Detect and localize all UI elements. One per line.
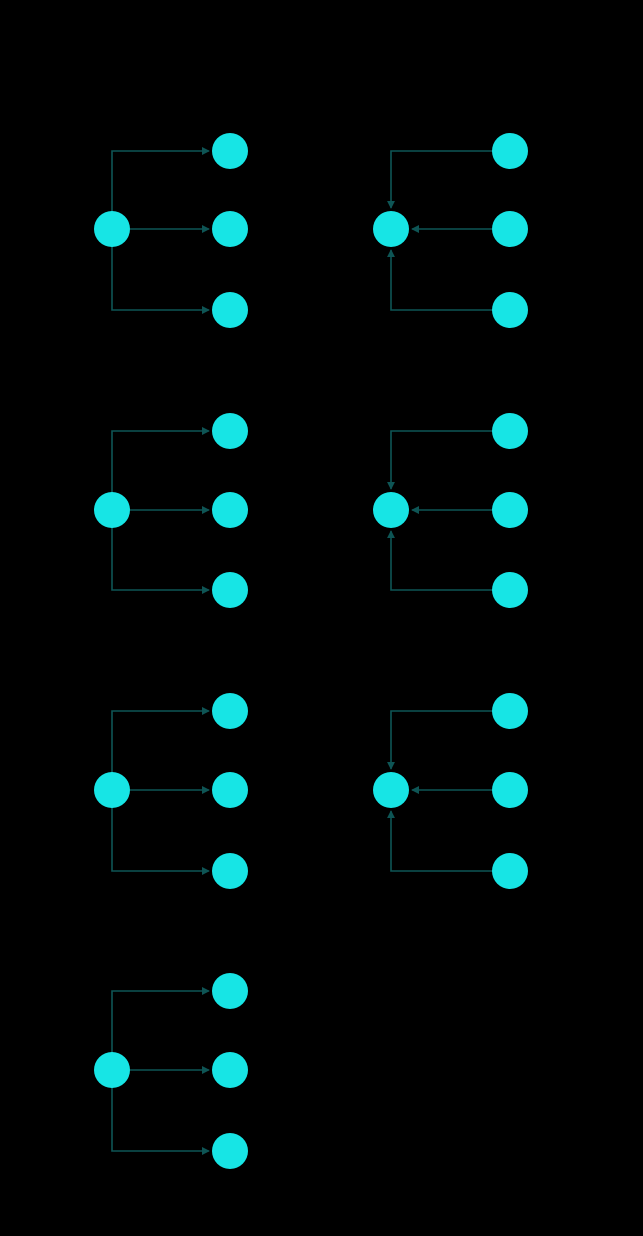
leaf-node — [492, 772, 528, 808]
leaf-node — [212, 492, 248, 528]
leaf-node — [212, 211, 248, 247]
fan-out-group — [94, 693, 248, 889]
leaf-node — [492, 413, 528, 449]
leaf-node — [212, 572, 248, 608]
hub-node — [373, 492, 409, 528]
edge-arrow — [386, 249, 510, 311]
leaf-node — [212, 1133, 248, 1169]
leaf-node — [212, 292, 248, 328]
edge-arrow — [111, 229, 210, 315]
edge-arrow — [111, 510, 210, 595]
edge-arrow — [386, 430, 510, 490]
leaf-node — [492, 211, 528, 247]
leaf-node — [212, 413, 248, 449]
hub-node — [94, 1052, 130, 1088]
leaf-node — [212, 973, 248, 1009]
leaf-node — [212, 1052, 248, 1088]
edge-arrow — [111, 790, 210, 876]
hub-node — [373, 772, 409, 808]
leaf-node — [492, 693, 528, 729]
hub-node — [94, 492, 130, 528]
edge-arrow — [386, 150, 510, 209]
fan-out-group — [94, 133, 248, 328]
hub-node — [373, 211, 409, 247]
fan-out-group — [94, 413, 248, 608]
edge-arrow — [386, 810, 510, 872]
edge-arrow — [111, 426, 210, 510]
leaf-node — [492, 853, 528, 889]
hub-node — [94, 772, 130, 808]
leaf-node — [492, 492, 528, 528]
leaf-node — [492, 133, 528, 169]
leaf-node — [212, 772, 248, 808]
leaf-node — [212, 853, 248, 889]
fan-in-group — [373, 693, 528, 889]
fan-out-group — [94, 973, 248, 1169]
edge-arrow — [386, 530, 510, 591]
fan-in-group — [373, 133, 528, 328]
edge-arrow — [386, 710, 510, 770]
fan-in-group — [373, 413, 528, 608]
edge-arrow — [111, 706, 210, 790]
leaf-node — [492, 292, 528, 328]
edge-arrow — [111, 146, 210, 229]
hub-node — [94, 211, 130, 247]
leaf-node — [212, 693, 248, 729]
edge-arrow — [111, 1070, 210, 1156]
leaf-node — [492, 572, 528, 608]
edge-arrow — [111, 986, 210, 1070]
leaf-node — [212, 133, 248, 169]
